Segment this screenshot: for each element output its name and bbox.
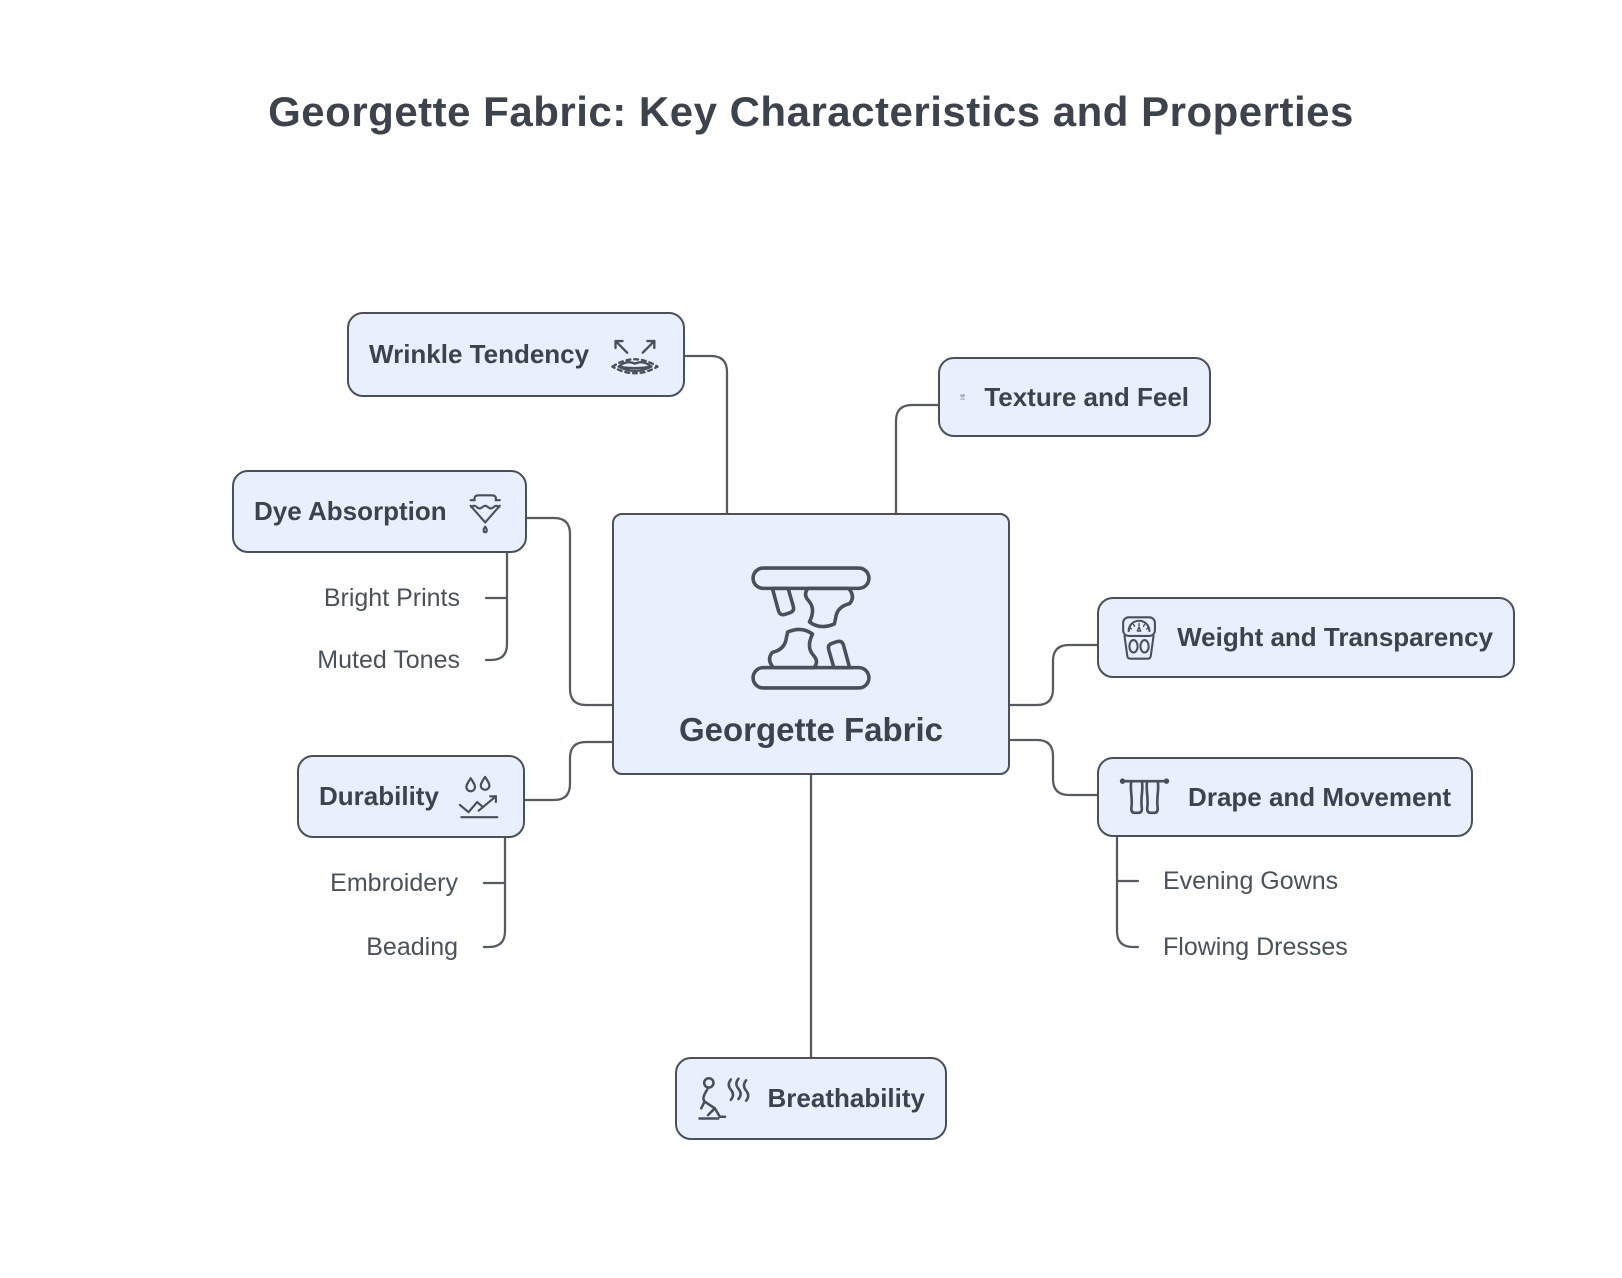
node-wrinkle-tendency[interactable]: Wrinkle Tendency bbox=[347, 312, 685, 397]
node-label: Weight and Transparency bbox=[1177, 622, 1493, 652]
node-weight-and-transparency[interactable]: Weight and Transparency bbox=[1097, 597, 1515, 678]
node-label: Drape and Movement bbox=[1188, 781, 1451, 812]
connector-weight bbox=[1008, 643, 1099, 707]
connector-dye bbox=[525, 516, 614, 707]
sub-item-muted-tones[interactable]: Muted Tones bbox=[317, 646, 460, 674]
connector-dye-children bbox=[484, 551, 509, 662]
node-texture-and-feel[interactable]: Texture and Feel bbox=[938, 357, 1211, 437]
node-label: Texture and Feel bbox=[984, 381, 1189, 412]
person-steam-icon bbox=[698, 1076, 750, 1120]
node-breathability[interactable]: Breathability bbox=[675, 1057, 947, 1140]
node-label: Durability bbox=[319, 781, 439, 811]
node-georgette-fabric[interactable]: Georgette Fabric bbox=[612, 513, 1010, 775]
sub-item-bright-prints[interactable]: Bright Prints bbox=[323, 584, 460, 612]
sub-item-beading[interactable]: Beading bbox=[366, 933, 458, 961]
torn-fabric-icon bbox=[751, 566, 871, 690]
node-durability[interactable]: Durability bbox=[297, 755, 525, 838]
connector-drape-children bbox=[1115, 835, 1140, 949]
connector-drape bbox=[1008, 738, 1099, 797]
page-title: Georgette Fabric: Key Characteristics an… bbox=[268, 88, 1354, 135]
connector-texture bbox=[894, 403, 940, 515]
node-dye-absorption[interactable]: Dye Absorption bbox=[232, 470, 527, 553]
connector-durability bbox=[523, 740, 614, 802]
dye-funnel-droplet-icon bbox=[469, 493, 501, 533]
central-node-label: Georgette Fabric bbox=[678, 711, 944, 748]
stretch-arrows-lips-icon bbox=[611, 339, 659, 374]
connector-durability-children bbox=[482, 836, 507, 949]
node-label: Breathability bbox=[767, 1083, 926, 1113]
water-repellent-icon bbox=[458, 775, 499, 818]
node-label: Wrinkle Tendency bbox=[369, 339, 590, 369]
node-label: Dye Absorption bbox=[254, 496, 447, 526]
sub-item-embroidery[interactable]: Embroidery bbox=[330, 869, 458, 897]
weighing-scale-icon bbox=[1122, 615, 1156, 660]
curtains-icon bbox=[1119, 778, 1170, 815]
node-drape-and-movement[interactable]: Drape and Movement bbox=[1097, 757, 1473, 837]
sub-item-flowing-dresses[interactable]: Flowing Dresses bbox=[1163, 933, 1348, 961]
sub-item-evening-gowns[interactable]: Evening Gowns bbox=[1163, 867, 1339, 895]
fabric-swatch-texture-icon bbox=[960, 393, 965, 400]
connector-wrinkle bbox=[683, 354, 729, 515]
